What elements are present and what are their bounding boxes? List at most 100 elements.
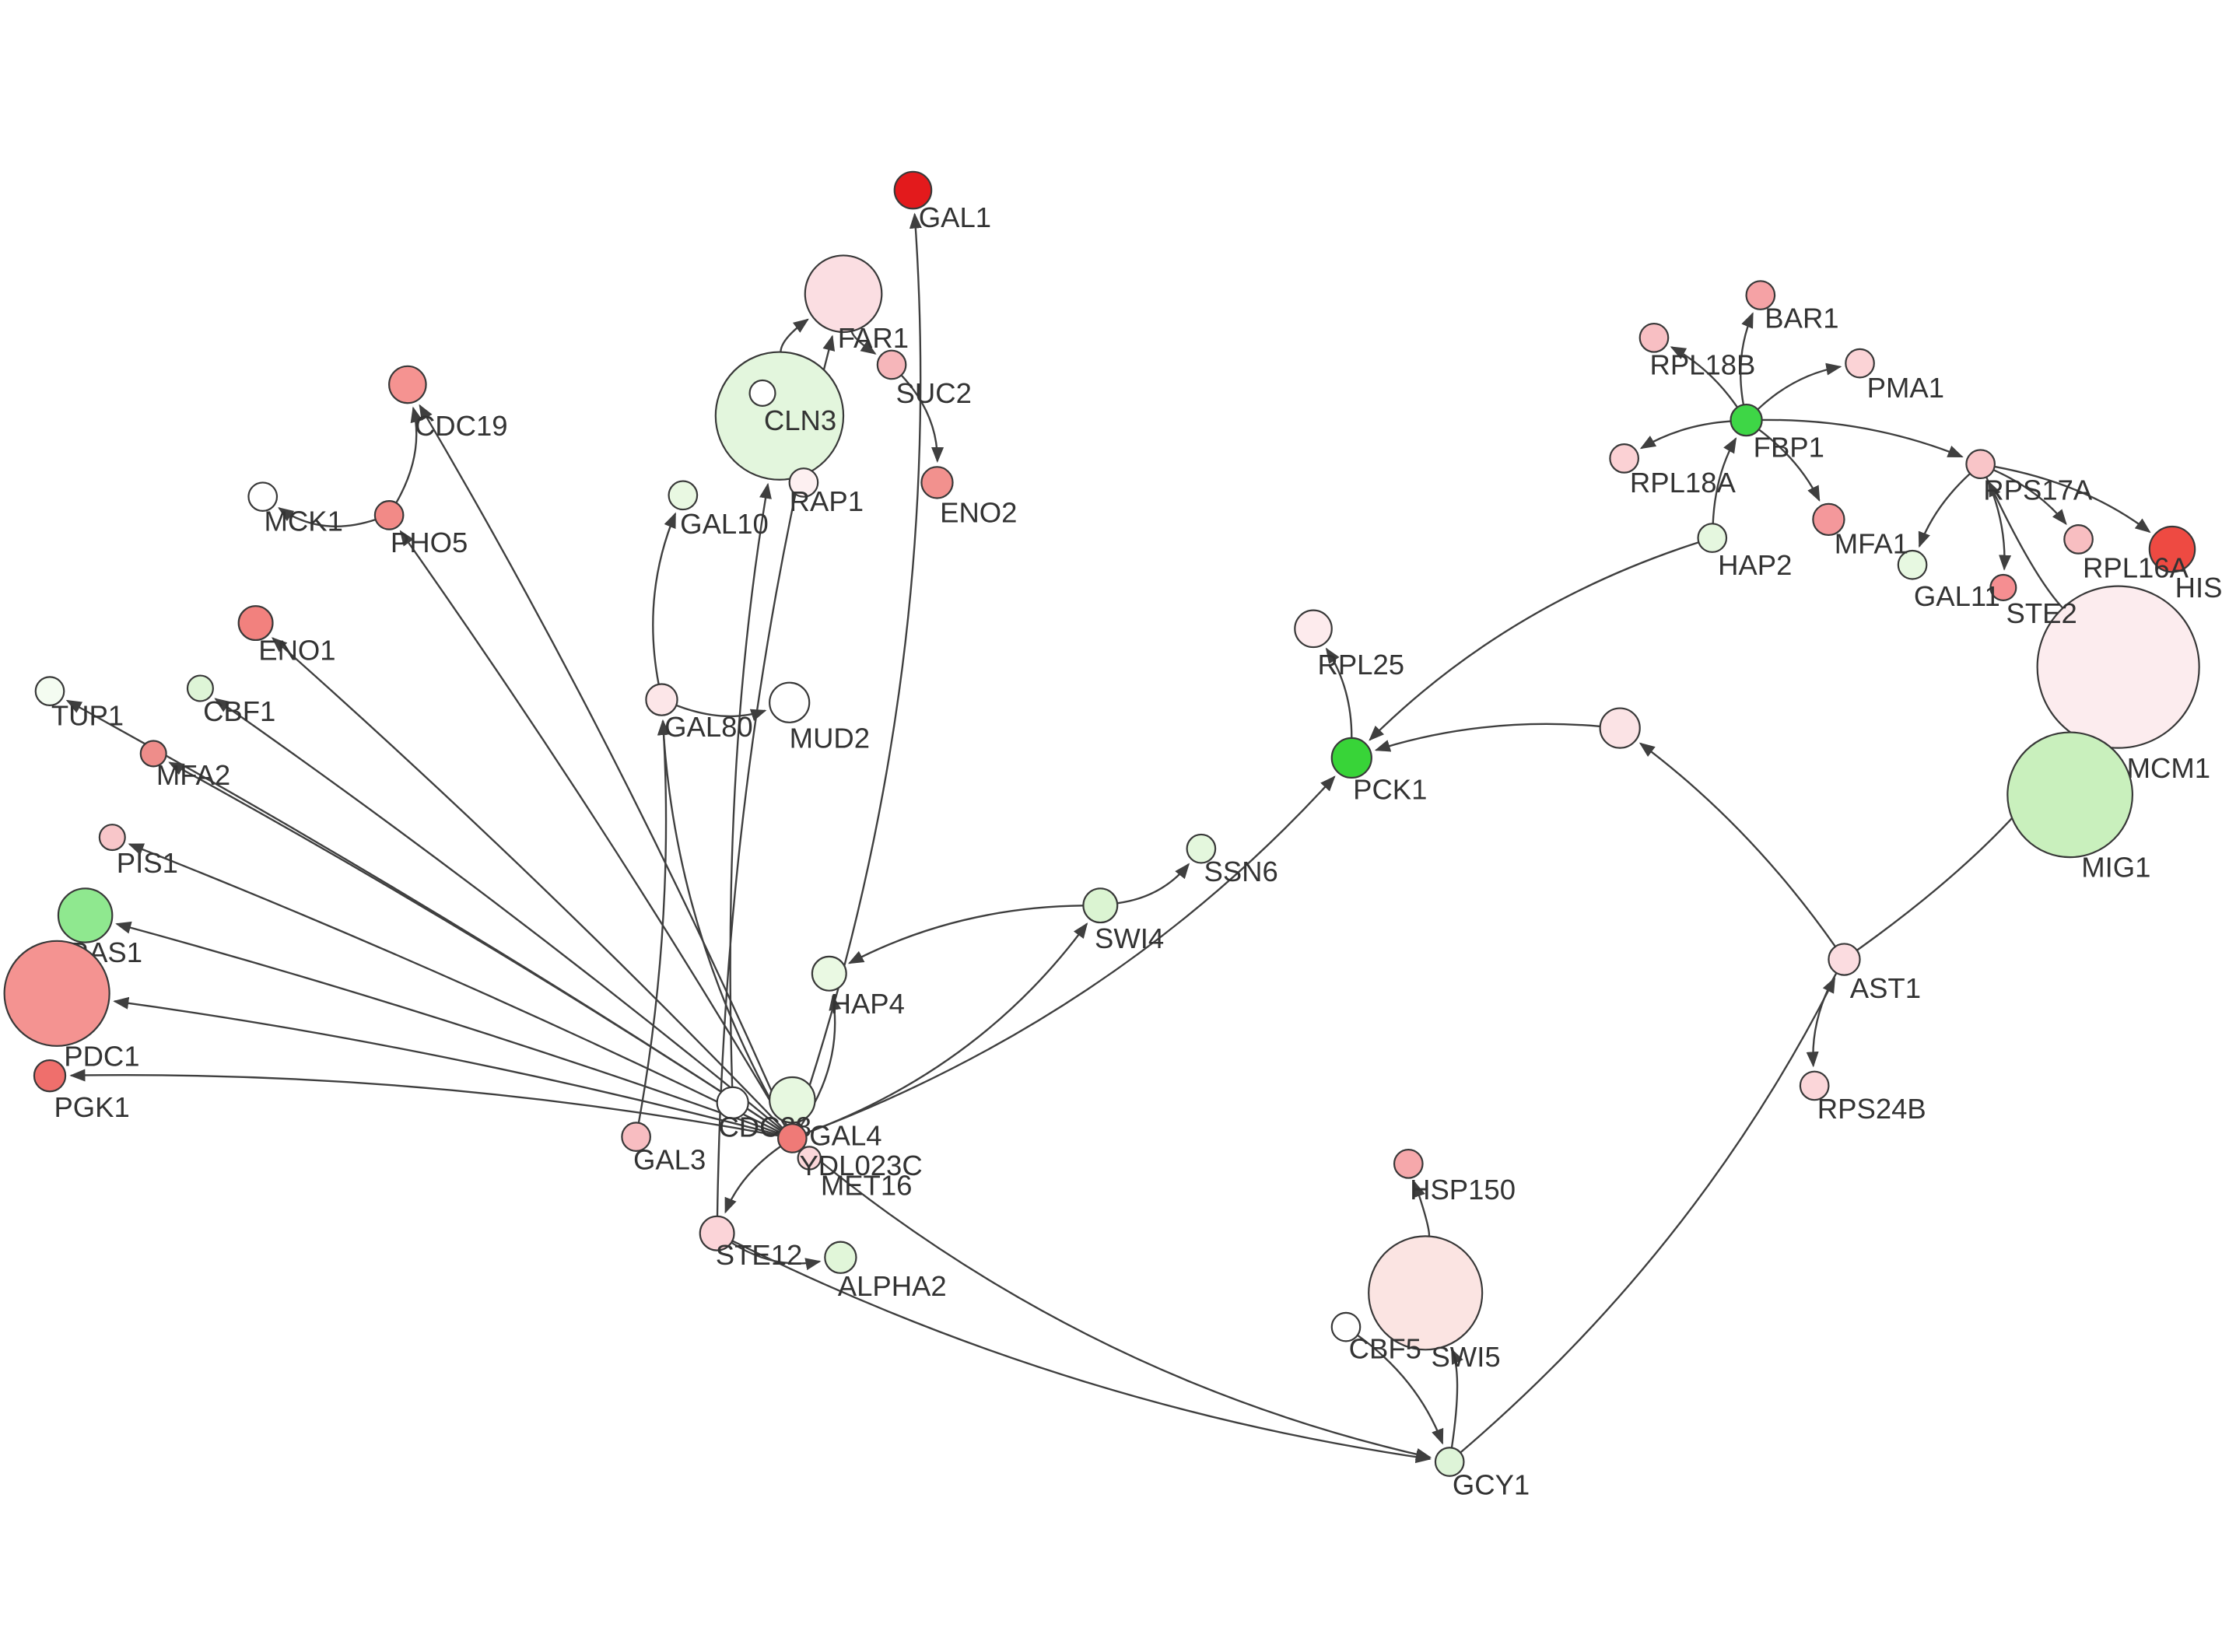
node-mcm1[interactable] — [2036, 585, 2200, 749]
edge-gal3-gal80[interactable] — [637, 719, 671, 1123]
edge-gal4-pho5[interactable] — [399, 530, 787, 1127]
edge-gal4-pgk1[interactable] — [69, 1069, 779, 1137]
edge-fbp1-mfa1[interactable] — [1758, 429, 1821, 502]
edge-gal4-ste12[interactable] — [724, 1145, 782, 1214]
edge-gal80-gal10[interactable] — [652, 512, 677, 685]
edge-mcm1-rps17a[interactable] — [1988, 481, 2064, 609]
node-gcy1[interactable] — [1434, 1447, 1465, 1477]
node-pho5[interactable] — [373, 500, 405, 530]
edge-ste12-alpha2[interactable] — [731, 1241, 822, 1271]
node-pis1[interactable] — [98, 824, 126, 852]
node-gal80[interactable] — [645, 683, 678, 716]
edge-gal4-cdc19[interactable] — [419, 404, 788, 1126]
edge-hap2-fbp1[interactable] — [1712, 437, 1737, 524]
node-eno1[interactable] — [237, 605, 274, 642]
edge-gal4-gal1[interactable] — [796, 212, 922, 1125]
edge-rps17a-gal11[interactable] — [1918, 473, 1971, 548]
edge-gal4-gal80[interactable] — [657, 719, 787, 1127]
edge-gal4-eno1[interactable] — [271, 637, 783, 1129]
edge-n1-pck1[interactable] — [1374, 723, 1600, 752]
node-ste2[interactable] — [1989, 573, 2017, 601]
node-ast1[interactable] — [1828, 943, 1861, 976]
node-rap1[interactable] — [788, 467, 819, 498]
node-gal11[interactable] — [1897, 549, 1928, 580]
node-his4[interactable] — [2148, 525, 2196, 573]
edge-pho5-cdc19[interactable] — [395, 406, 423, 504]
node-far1[interactable] — [804, 254, 883, 334]
edge-ste12-gcy1[interactable] — [731, 1240, 1432, 1464]
edge-gal4-ras1[interactable] — [115, 921, 780, 1135]
node-swi5[interactable] — [1368, 1235, 1484, 1351]
node-met16[interactable] — [797, 1146, 822, 1171]
node-rpl16a[interactable] — [2063, 524, 2094, 555]
edge-gal4-mfa2[interactable] — [168, 761, 781, 1132]
edge-gcy1-ast1[interactable] — [1460, 977, 1836, 1454]
edge-fbp1-rpl18b[interactable] — [1670, 346, 1739, 408]
node-gal4[interactable] — [777, 1123, 808, 1153]
node-ssn6[interactable] — [1186, 833, 1217, 864]
edge-rps17a-his4[interactable] — [1994, 465, 2151, 534]
edge-gal4-gcy1[interactable] — [802, 1146, 1432, 1461]
edge-cdc28-cln3[interactable] — [729, 482, 772, 1087]
node-cbf1[interactable] — [186, 674, 214, 702]
node-alpha2[interactable] — [824, 1241, 857, 1274]
node-gal3[interactable] — [621, 1122, 651, 1152]
node-hap2[interactable] — [1697, 523, 1728, 553]
node-mud2[interactable] — [769, 681, 811, 723]
node-pma1[interactable] — [1845, 348, 1875, 379]
node-cdc28[interactable] — [716, 1086, 749, 1119]
node-gal1[interactable] — [893, 170, 933, 210]
node-ste12[interactable] — [699, 1215, 735, 1251]
edge-fbp1-rps17a[interactable] — [1761, 418, 1964, 458]
edge-cbf5-gcy1[interactable] — [1357, 1334, 1444, 1445]
node-fbp1[interactable] — [1730, 403, 1763, 437]
node-bar1[interactable] — [1745, 280, 1776, 310]
node-eno2[interactable] — [920, 466, 954, 499]
node-rpl25[interactable] — [1294, 609, 1333, 649]
node-ras1[interactable] — [57, 887, 114, 943]
node-mfa2[interactable] — [139, 740, 167, 768]
edge-gal4-pis1[interactable] — [128, 843, 780, 1133]
node-cln3[interactable] — [714, 351, 845, 481]
node-n2[interactable] — [748, 379, 776, 407]
node-mig1[interactable] — [2006, 731, 2133, 859]
edge-pck1-rpl25[interactable] — [1325, 647, 1353, 738]
edge-hap2-pck1[interactable] — [1369, 541, 1699, 741]
edge-suc2-eno2[interactable] — [900, 374, 945, 464]
node-rps24b[interactable] — [1799, 1070, 1830, 1101]
node-cdc19[interactable] — [388, 365, 427, 404]
node-hap4[interactable] — [811, 955, 847, 992]
node-suc2[interactable] — [876, 349, 907, 380]
node-ydl023c[interactable] — [769, 1076, 816, 1124]
node-mfa1[interactable] — [1812, 502, 1845, 537]
node-gal10[interactable] — [668, 480, 699, 511]
edge-fbp1-pma1[interactable] — [1757, 362, 1842, 411]
edge-gal4-cbf1[interactable] — [214, 698, 783, 1130]
edge-fbp1-rpl18a[interactable] — [1639, 420, 1731, 450]
node-rps17a[interactable] — [1965, 449, 1996, 480]
node-rpl18a[interactable] — [1609, 443, 1639, 474]
node-pdc1[interactable] — [3, 940, 110, 1047]
edge-pho5-mck1[interactable] — [278, 507, 377, 527]
node-cbf5[interactable] — [1330, 1311, 1362, 1342]
node-rpl18b[interactable] — [1638, 322, 1670, 353]
edge-rps17a-rpl16a[interactable] — [1992, 469, 2067, 526]
edge-gcy1-swi5[interactable] — [1450, 1348, 1463, 1448]
edge-cln3-far1[interactable] — [780, 318, 809, 352]
edge-swi4-ssn6[interactable] — [1116, 863, 1190, 905]
edge-gal4-pdc1[interactable] — [113, 996, 779, 1136]
node-pgk1[interactable] — [33, 1059, 67, 1093]
node-tup1[interactable] — [34, 676, 65, 706]
node-swi4[interactable] — [1082, 887, 1119, 924]
edge-ast1-rps24b[interactable] — [1806, 972, 1838, 1068]
edge-ast1-n1[interactable] — [1638, 742, 1836, 947]
edge-fbp1-bar1[interactable] — [1740, 312, 1754, 405]
node-mck1[interactable] — [247, 481, 279, 513]
edge-swi4-hap4[interactable] — [847, 905, 1084, 964]
edge-gal4-pck1[interactable] — [805, 775, 1336, 1135]
node-hsp150[interactable] — [1393, 1148, 1424, 1179]
node-pck1[interactable] — [1330, 737, 1372, 779]
edge-swi5-hsp150[interactable] — [1413, 1181, 1431, 1237]
node-n1[interactable] — [1599, 707, 1641, 749]
edge-far1-suc2[interactable] — [850, 331, 877, 355]
